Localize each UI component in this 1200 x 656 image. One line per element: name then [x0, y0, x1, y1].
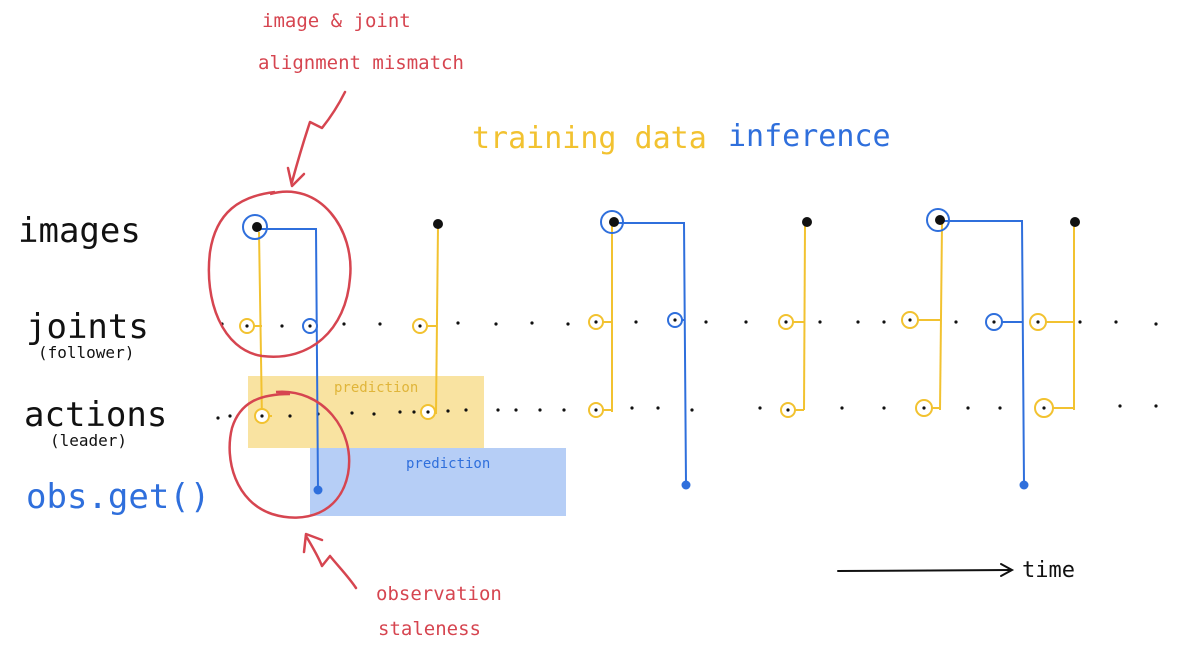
inference-prediction-label: prediction [406, 456, 490, 472]
training-marker-centers [245, 318, 1046, 418]
training-prediction-block [248, 376, 484, 448]
joints-timeline-dots [220, 320, 1158, 328]
obs-get-points [313, 480, 1029, 495]
annotation-mismatch-line-2: alignment mismatch [258, 52, 464, 74]
annotation-mismatch-line-1: image & joint [262, 10, 411, 32]
row-sublabel-actions: (leader) [50, 431, 128, 450]
row-label-obs-get: obs.get() [26, 477, 211, 517]
row-label-actions: actions [24, 395, 168, 435]
row-label-joints: joints [26, 307, 149, 347]
inference-joint-markers [302, 312, 1003, 334]
time-axis-label: time [1022, 558, 1075, 583]
time-arrow [837, 563, 1015, 577]
row-sublabel-joints: (follower) [38, 343, 135, 362]
annotation-staleness-line-2: staleness [378, 618, 481, 640]
annotation-circles [207, 190, 352, 519]
row-label-images: images [18, 211, 141, 251]
annotation-staleness-line-1: observation [376, 583, 502, 605]
inference-image-rings [242, 208, 950, 240]
legend-training-data: training data [472, 121, 707, 156]
annotation-arrow-mismatch [286, 90, 347, 188]
image-capture-dots [252, 215, 1080, 232]
inference-joint-centers [308, 318, 996, 328]
legend-inference: inference [728, 119, 891, 154]
inference-prediction-block [310, 448, 566, 516]
training-sample-markers [239, 311, 1054, 424]
training-prediction-label: prediction [334, 380, 418, 396]
annotation-arrow-staleness [302, 532, 358, 590]
